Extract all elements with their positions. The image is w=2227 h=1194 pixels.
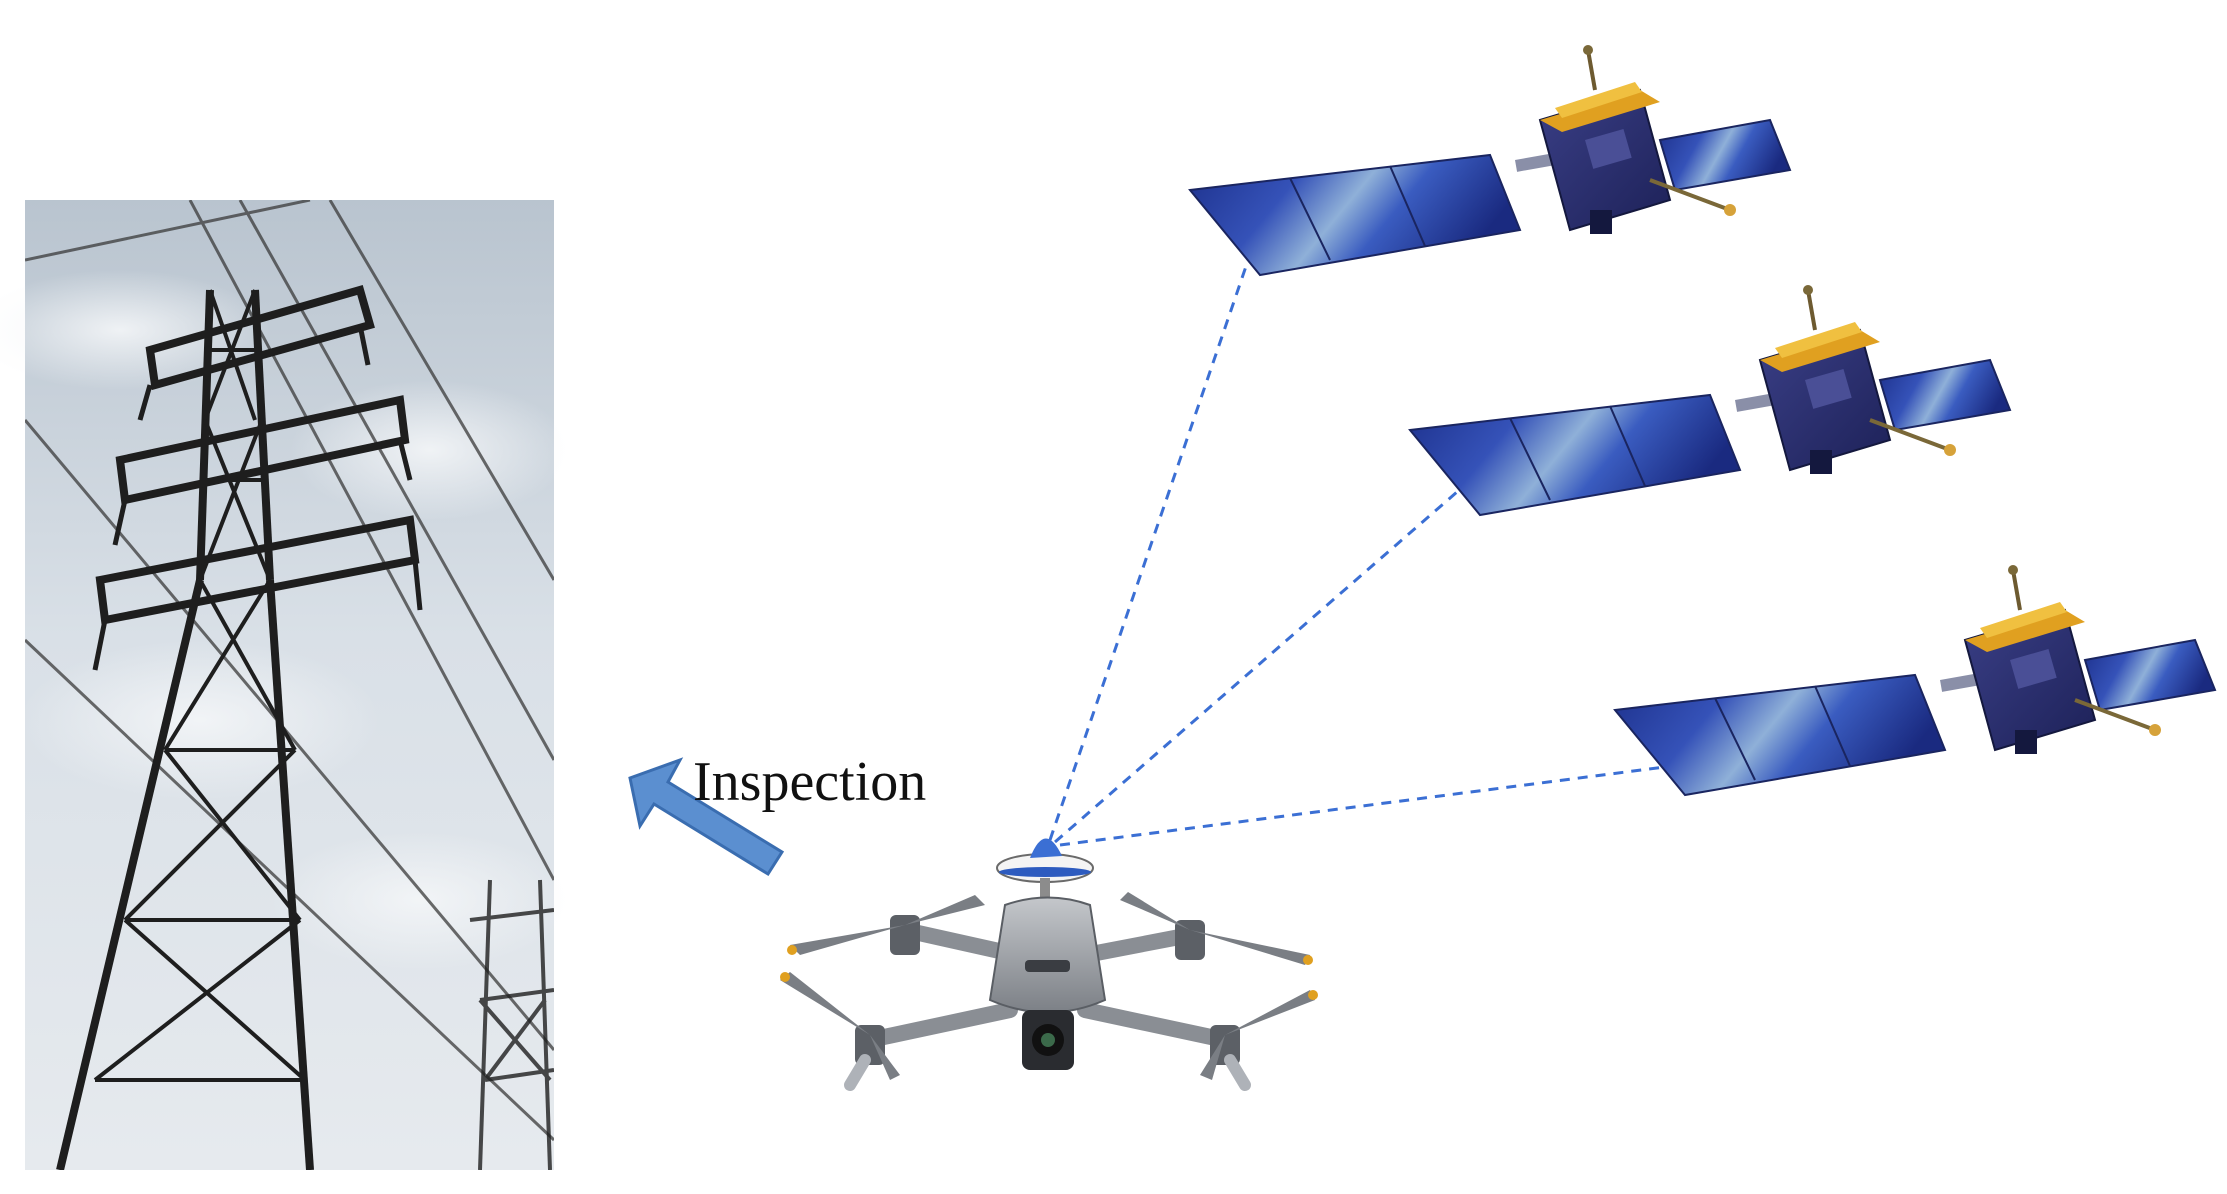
link-to-satellite-2 xyxy=(1054,483,1466,844)
satellite-icon xyxy=(1613,563,2217,797)
satellite-3 xyxy=(1613,563,2217,797)
satellite-1 xyxy=(1188,43,1792,277)
gnss-antenna-icon xyxy=(996,838,1094,898)
inspection-arrow-icon xyxy=(628,757,785,877)
satellite-2 xyxy=(1408,283,2012,517)
satellite-icon xyxy=(1408,283,2012,517)
transmission-tower-photo xyxy=(0,200,570,1170)
link-to-satellite-1 xyxy=(1048,239,1257,841)
inspection-label: Inspection xyxy=(693,751,926,813)
satellite-icon xyxy=(1188,43,1792,277)
quadcopter-drone-icon xyxy=(780,838,1318,1091)
link-to-satellite-3 xyxy=(1059,763,1681,847)
satellite-links xyxy=(1048,239,1681,847)
